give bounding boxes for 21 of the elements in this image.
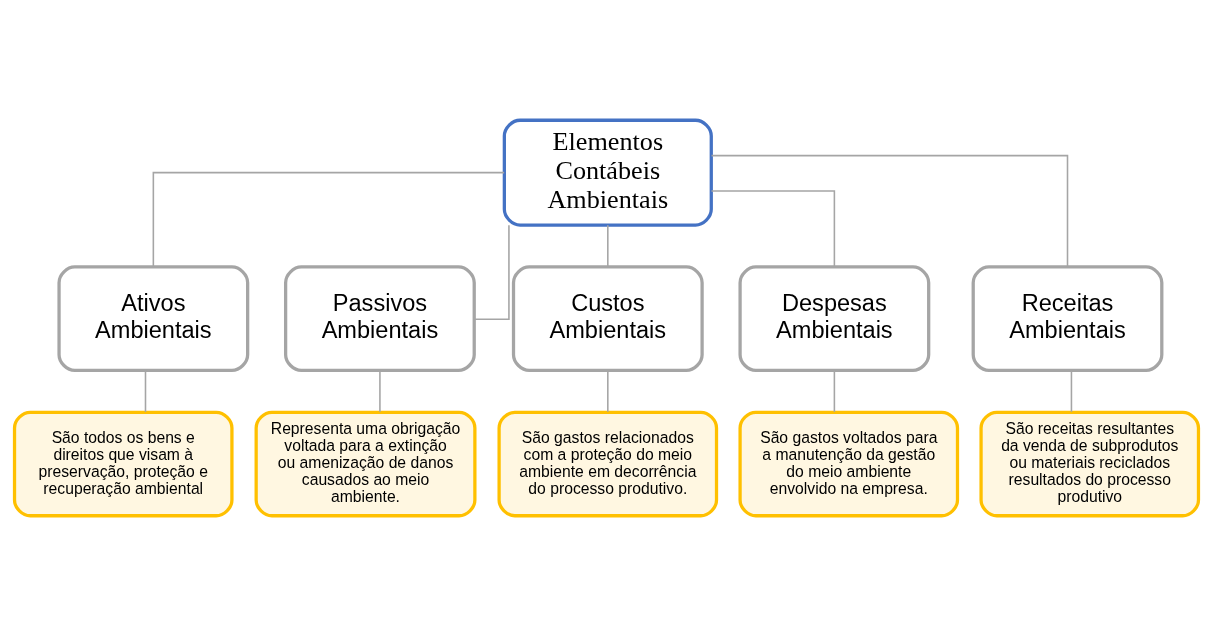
node-box: Receitas Ambientais: [971, 265, 1164, 373]
node-box: Custos Ambientais: [511, 265, 704, 373]
connector: [833, 369, 836, 413]
node-box: São receitas resultantes da venda de subprodutos ou materiais reciclados resultados do processo produtivo: [979, 410, 1201, 518]
connector: [710, 190, 836, 268]
node-box: Ativos Ambientais: [57, 265, 250, 373]
connector: [607, 369, 609, 413]
node-box: Representa uma obrigação voltada para a extinção ou amenização de danos causados ao meio ambiente.: [254, 410, 477, 518]
node-box: São todos os bens e direitos que visam à preservação, proteção e recuperação ambiental: [12, 410, 234, 518]
connector: [379, 369, 381, 413]
connector: [152, 171, 505, 268]
connector: [710, 154, 1069, 268]
connector: [1070, 369, 1073, 413]
connector: [607, 224, 609, 268]
node-box: Despesas Ambientais: [738, 265, 931, 373]
node-box: São gastos relacionados com a proteção do meio ambiente em decorrência do processo produtivo.: [497, 410, 719, 518]
connector: [473, 224, 510, 321]
node-box: São gastos voltados para a manutenção da gestão do meio ambiente envolvido na empresa.: [738, 410, 960, 518]
connector: [144, 369, 147, 413]
node-box: Passivos Ambientais: [284, 265, 476, 373]
node-box: Elementos Contábeis Ambientais: [502, 118, 713, 227]
